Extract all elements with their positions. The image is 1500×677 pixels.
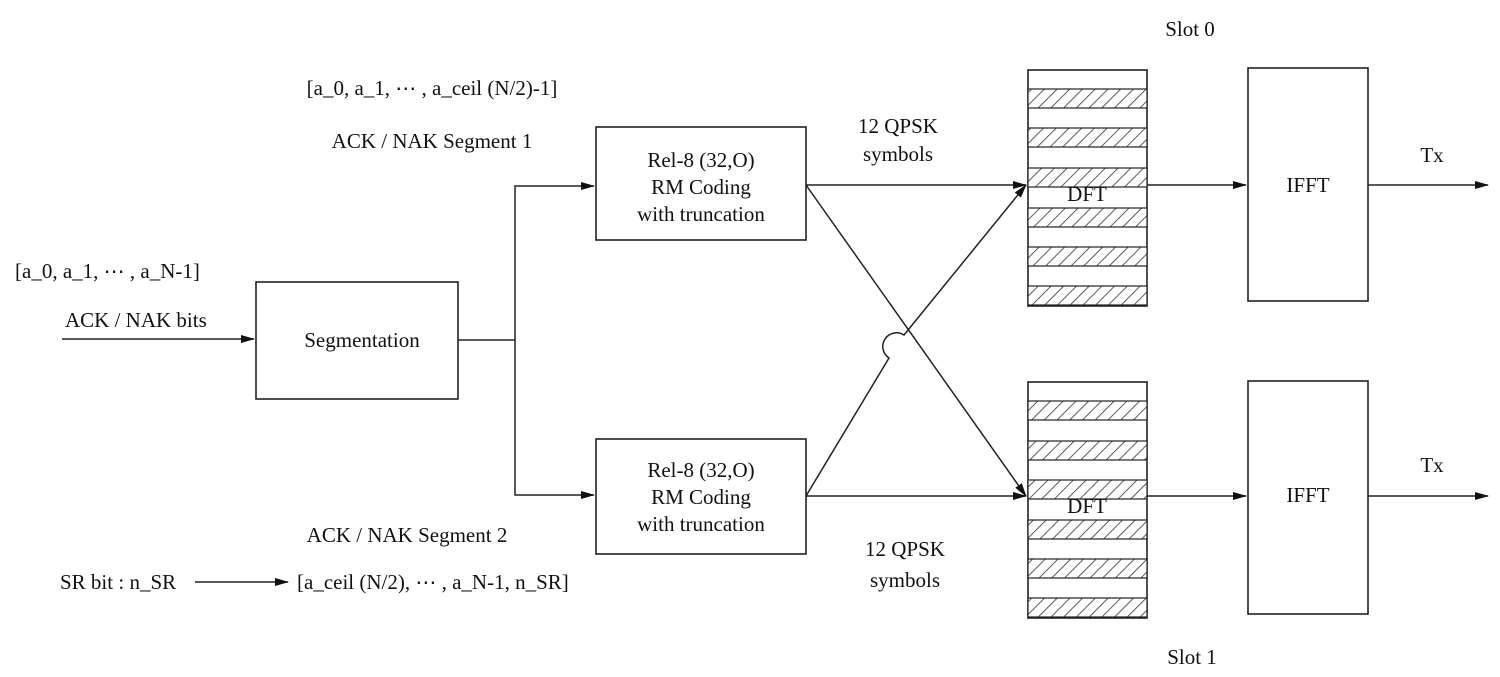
slot1-tx-label: Tx [1420,453,1444,477]
top-coder-to-slot1-dft-arrow [806,185,1026,496]
slot0-ifft-label: IFFT [1286,173,1329,197]
segmentation-to-top-coder-arrow [458,186,594,340]
slot0-tx-label: Tx [1420,143,1444,167]
segmentation-label: Segmentation [304,328,420,352]
segment1-vector: [a_0, a_1, ⋯ , a_ceil (N/2)-1] [307,76,558,100]
sr-bit-label: SR bit : n_SR [60,570,176,594]
top-coder-line2: RM Coding [651,175,751,199]
slot1-dft-label: DFT [1067,494,1107,518]
bottom-symbols-line1: 12 QPSK [865,537,945,561]
segment1-label: ACK / NAK Segment 1 [332,129,533,153]
top-symbols-line1: 12 QPSK [858,114,938,138]
bottom-coder-line3: with truncation [637,512,765,536]
bottom-symbols-line2: symbols [870,568,940,592]
slot1-label: Slot 1 [1167,645,1217,669]
segment2-label: ACK / NAK Segment 2 [307,523,508,547]
input-bits-label: ACK / NAK bits [65,308,207,332]
segmentation-to-bottom-coder-arrow [515,340,594,495]
slot0-dft-label: DFT [1067,182,1107,206]
bottom-coder-line2: RM Coding [651,485,751,509]
segment2-vector: [a_ceil (N/2), ⋯ , a_N-1, n_SR] [297,570,569,594]
top-coder-line3: with truncation [637,202,765,226]
slot1-ifft-label: IFFT [1286,483,1329,507]
slot0-label: Slot 0 [1165,17,1215,41]
input-bits-vector: [a_0, a_1, ⋯ , a_N-1] [15,259,200,283]
bottom-coder-line1: Rel-8 (32,O) [647,458,754,482]
top-coder-line1: Rel-8 (32,O) [647,148,754,172]
top-symbols-line2: symbols [863,142,933,166]
